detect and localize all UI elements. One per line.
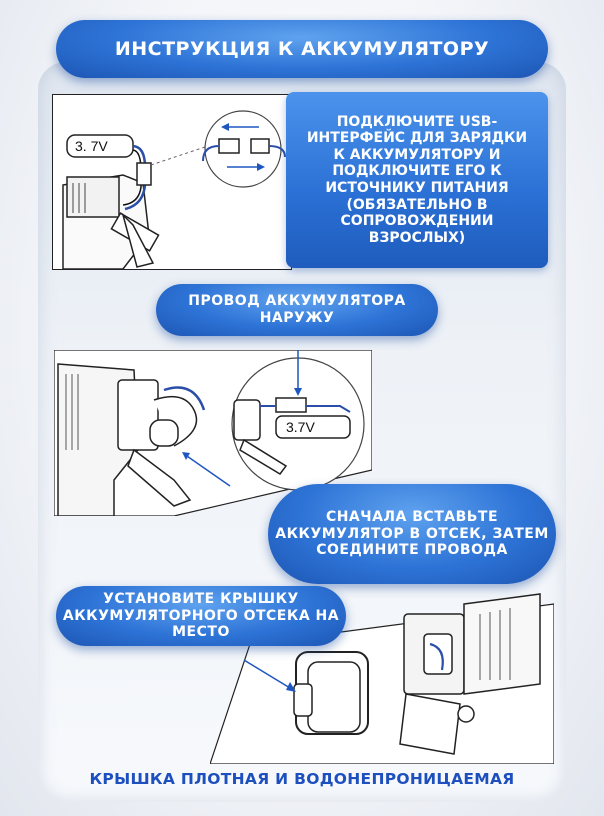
- charging-drawing: 3. 7V: [62, 110, 286, 270]
- step-insert-battery-label: СНАЧАЛА ВСТАВЬТЕ АККУМУЛЯТОР В ОТСЕК, ЗА…: [268, 484, 556, 584]
- insert-battery-illustration: 3.7V: [53, 349, 373, 517]
- battery-label-1: 3. 7V: [75, 138, 108, 154]
- battery-icon-2: [275, 415, 351, 439]
- insert-battery-drawing: 3.7V: [53, 349, 373, 517]
- step-wire-out-label: ПРОВОД АККУМУЛЯТОРА НАРУЖУ: [156, 284, 438, 336]
- footer-note: КРЫШКА ПЛОТНАЯ И ВОДОНЕПРОНИЦАЕМАЯ: [89, 770, 515, 788]
- step-install-cover-label: УСТАНОВИТЕ КРЫШКУ АККУМУЛЯТОРНОГО ОТСЕКА…: [56, 586, 346, 646]
- page-title: ИНСТРУКЦИЯ К АККУМУЛЯТОРУ: [56, 20, 548, 78]
- step-charge-instruction: ПОДКЛЮЧИТЕ USB-ИНТЕРФЕЙС ДЛЯ ЗАРЯДКИ К А…: [286, 92, 548, 268]
- charging-illustration: 3. 7V: [52, 94, 292, 270]
- battery-label-2: 3.7V: [286, 419, 315, 435]
